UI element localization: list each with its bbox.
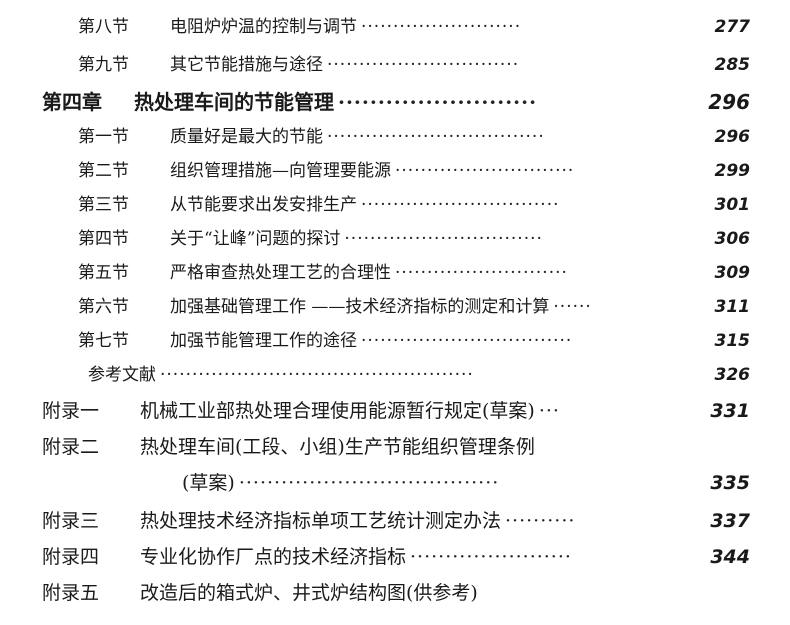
- appendix-number: 附录五: [42, 582, 100, 604]
- appendix-title: 专业化协作厂点的技术经济指标: [140, 546, 407, 568]
- page-number: 277: [714, 17, 751, 37]
- appendix-number: 附录四: [42, 546, 100, 568]
- toc-entry: 第六节 加强基础管理工作 ——技术经济指标的测定和计算 ······ 311: [78, 292, 750, 322]
- entry-number: 第五节: [78, 263, 129, 283]
- entry-number: 第三节: [78, 195, 129, 215]
- toc-appendix-entry: 附录四 专业化协作厂点的技术经济指标 ·····················…: [42, 542, 750, 572]
- entry-number: 第七节: [78, 331, 129, 351]
- dot-leader: ······························: [327, 55, 520, 75]
- page-number: 296: [708, 90, 750, 114]
- chapter-title: 热处理车间的节能管理: [134, 90, 334, 114]
- page-number: 344: [710, 546, 750, 568]
- toc-entry: 第七节 加强节能管理工作的途径 ························…: [78, 326, 750, 356]
- toc-continuation-entry: (草案) ···································…: [182, 468, 750, 498]
- dot-leader: ···························: [395, 263, 568, 283]
- toc-entry: 第八节 电阻炉炉温的控制与调节 ························…: [78, 12, 750, 42]
- dot-leader: ·························: [338, 90, 538, 114]
- dot-leader: ·······················: [410, 546, 572, 568]
- page-number: 301: [714, 195, 751, 215]
- toc-chapter-entry: 第四章 热处理车间的节能管理 ·························…: [42, 86, 750, 116]
- page-number: 335: [710, 472, 750, 494]
- toc-appendix-entry: 附录一 机械工业部热处理合理使用能源暂行规定(草案) ··· 331: [42, 396, 750, 426]
- entry-number: 第四节: [78, 229, 129, 249]
- page-number: 326: [714, 365, 751, 385]
- toc-appendix-entry: 附录五 改造后的箱式炉、井式炉结构图(供参考): [42, 578, 750, 608]
- dot-leader: ···: [538, 400, 560, 422]
- entry-title: 从节能要求出发安排生产: [170, 195, 357, 215]
- entry-number: 第一节: [78, 127, 129, 147]
- page-number: 331: [710, 400, 750, 422]
- toc-entry: 参考文献 ···································…: [88, 360, 750, 390]
- entry-number: 第二节: [78, 161, 129, 181]
- appendix-number: 附录二: [42, 436, 100, 458]
- page-number: 285: [714, 55, 751, 75]
- page-number: 299: [714, 161, 751, 181]
- dot-leader: ··································: [327, 127, 545, 147]
- dot-leader: ······: [553, 297, 592, 317]
- appendix-number: 附录一: [42, 400, 100, 422]
- entry-title: 参考文献: [88, 365, 156, 385]
- page-number: 296: [714, 127, 751, 147]
- toc-appendix-entry: 附录二 热处理车间(工段、小组)生产节能组织管理条例: [42, 432, 750, 462]
- page-number: 311: [714, 297, 751, 317]
- dot-leader: ·····································: [238, 472, 500, 494]
- entry-number: 第八节: [78, 17, 129, 37]
- appendix-title: 热处理技术经济指标单项工艺统计测定办法: [140, 510, 502, 532]
- page-number: 309: [714, 263, 751, 283]
- entry-number: 第六节: [78, 297, 129, 317]
- appendix-title: 热处理车间(工段、小组)生产节能组织管理条例: [140, 436, 535, 458]
- dot-leader: ··········: [505, 510, 576, 532]
- entry-title: 组织管理措施—向管理要能源: [170, 161, 391, 181]
- dot-leader: ·································: [361, 331, 573, 351]
- page-number: 315: [714, 331, 751, 351]
- entry-title: 严格审查热处理工艺的合理性: [170, 263, 391, 283]
- entry-title: 质量好是最大的节能: [170, 127, 323, 147]
- toc-entry: 第一节 质量好是最大的节能 ··························…: [78, 122, 750, 152]
- appendix-number: 附录三: [42, 510, 100, 532]
- toc-entry: 第五节 严格审查热处理工艺的合理性 ······················…: [78, 258, 750, 288]
- toc-entry: 第三节 从节能要求出发安排生产 ························…: [78, 190, 750, 220]
- dot-leader: ·······························: [344, 229, 543, 249]
- chapter-number: 第四章: [42, 90, 102, 114]
- appendix-title: 机械工业部热处理合理使用能源暂行规定(草案): [140, 400, 535, 422]
- dot-leader: ········································…: [160, 365, 474, 385]
- toc-entry: 第九节 其它节能措施与途径 ··························…: [78, 50, 750, 80]
- appendix-title-continuation: (草案): [182, 472, 235, 494]
- entry-title: 加强基础管理工作 ——技术经济指标的测定和计算: [170, 297, 550, 317]
- entry-number: 第九节: [78, 55, 129, 75]
- entry-title: 加强节能管理工作的途径: [170, 331, 357, 351]
- dot-leader: ·······························: [361, 195, 560, 215]
- entry-title: 电阻炉炉温的控制与调节: [170, 17, 357, 37]
- dot-leader: ····························: [395, 161, 575, 181]
- appendix-title: 改造后的箱式炉、井式炉结构图(供参考): [140, 582, 478, 604]
- toc-entry: 第二节 组织管理措施—向管理要能源 ······················…: [78, 156, 750, 186]
- entry-title: 其它节能措施与途径: [170, 55, 323, 75]
- toc-entry: 第四节 关于“让峰”问题的探讨 ························…: [78, 224, 750, 254]
- toc-appendix-entry: 附录三 热处理技术经济指标单项工艺统计测定办法 ·········· 337: [42, 506, 750, 536]
- entry-title: 关于“让峰”问题的探讨: [170, 229, 341, 249]
- page-number: 306: [714, 229, 751, 249]
- dot-leader: ·························: [361, 17, 522, 37]
- page-number: 337: [710, 510, 750, 532]
